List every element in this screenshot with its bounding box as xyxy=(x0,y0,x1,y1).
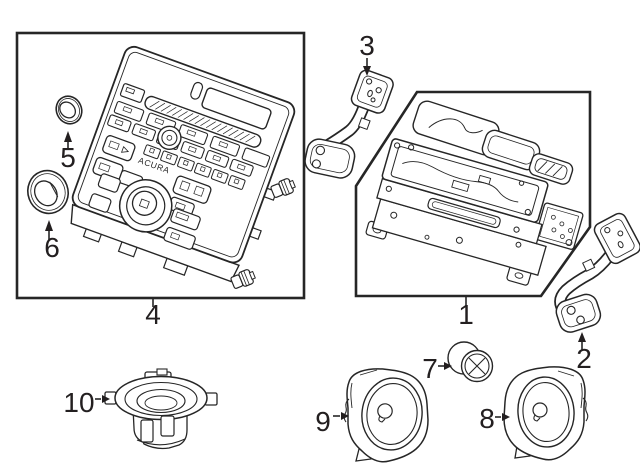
callout-5-arrowhead xyxy=(64,131,72,142)
callout-2[interactable]: 2 xyxy=(576,332,592,374)
callout-4-label[interactable]: 4 xyxy=(145,299,161,330)
callout-7-label[interactable]: 7 xyxy=(422,353,438,384)
callout-5-label[interactable]: 5 xyxy=(60,142,76,173)
bracket-drawing-3 xyxy=(304,69,394,179)
callout-9-arrowhead xyxy=(341,412,349,420)
callout-8[interactable]: 8 xyxy=(479,403,510,434)
panel-assembly-drawing-4: ACURA xyxy=(70,45,296,283)
callout-9[interactable]: 9 xyxy=(315,406,349,437)
speaker-drawing-8 xyxy=(503,366,589,461)
callout-1[interactable]: 1 xyxy=(458,297,474,330)
outline-box-panel xyxy=(15,31,306,300)
panel-small-knob xyxy=(157,125,182,151)
tweeter-mount-drawing-10 xyxy=(104,368,218,450)
callout-3-arrowhead xyxy=(363,66,371,76)
callout-7[interactable]: 7 xyxy=(422,353,452,384)
callout-10-label[interactable]: 10 xyxy=(63,387,94,418)
tuner-unit-drawing-1 xyxy=(365,138,584,286)
panel-cd-slot xyxy=(144,95,262,148)
pad-drawing-a xyxy=(412,100,500,156)
panel-eject-slot xyxy=(190,81,204,100)
callout-6-arrowhead xyxy=(45,220,53,231)
callout-8-arrowhead xyxy=(502,413,510,421)
callout-2-label[interactable]: 2 xyxy=(576,343,592,374)
callout-8-label[interactable]: 8 xyxy=(479,403,495,434)
callout-10[interactable]: 10 xyxy=(63,387,110,418)
pad-drawing-b xyxy=(481,129,541,171)
callout-3-label[interactable]: 3 xyxy=(359,30,375,61)
callout-4[interactable]: 4 xyxy=(145,299,161,330)
callout-6-label[interactable]: 6 xyxy=(44,232,60,263)
knob-ring-drawing-6 xyxy=(27,169,69,215)
knob-ring-drawing-5 xyxy=(55,95,83,125)
callout-2-arrowhead xyxy=(578,332,586,342)
callout-3[interactable]: 3 xyxy=(359,30,375,76)
pad-drawing-c xyxy=(528,153,574,185)
bracket-drawing-2 xyxy=(554,212,640,333)
callout-10-arrowhead xyxy=(102,395,110,403)
callout-6[interactable]: 6 xyxy=(44,220,60,263)
clip-drawing xyxy=(270,178,296,198)
callout-1-label[interactable]: 1 xyxy=(458,299,474,330)
callout-9-label[interactable]: 9 xyxy=(315,406,331,437)
panel-main-knob xyxy=(88,170,201,250)
panel-display xyxy=(201,87,272,130)
callout-5[interactable]: 5 xyxy=(60,131,76,173)
speaker-drawing-9 xyxy=(343,368,429,463)
callout-7-arrowhead xyxy=(444,362,452,370)
outline-box-radio xyxy=(354,90,592,298)
tweeter-drawing-7 xyxy=(447,341,494,383)
